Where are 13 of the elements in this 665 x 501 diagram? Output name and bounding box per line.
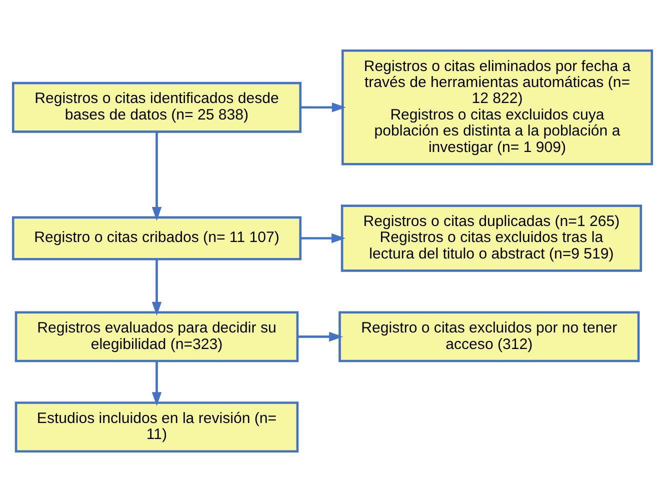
node-box: Estudios incluidos en la revisión (n= 11): [14, 401, 299, 452]
node-box: Registros o citas duplicadas (n=1 265) Registros o citas excluidos tras la lectura del titulo o abstract (n=9 519): [340, 204, 642, 272]
node-box: Registros evaluados para decidir su elegibilidad (n=323): [14, 310, 299, 362]
node-box: Registros o citas identificados desde bases de datos (n= 25 838): [12, 81, 302, 132]
arrow: [152, 258, 162, 316]
node-box: Registros o citas eliminados por fecha a través de herramientas automáticas (n= 12 822) Registros o citas excluidos cuya población es distinta a la población a investigar (n= 1 909): [341, 48, 654, 165]
arrow: [300, 102, 346, 112]
node-box: Registro o citas cribados (n= 11 107): [12, 216, 302, 260]
arrow: [152, 360, 162, 406]
arrow: [298, 331, 344, 342]
arrow: [152, 131, 162, 220]
arrow: [300, 232, 346, 243]
node-box: Registro o citas excluidos por no tener acceso (312): [338, 310, 640, 362]
